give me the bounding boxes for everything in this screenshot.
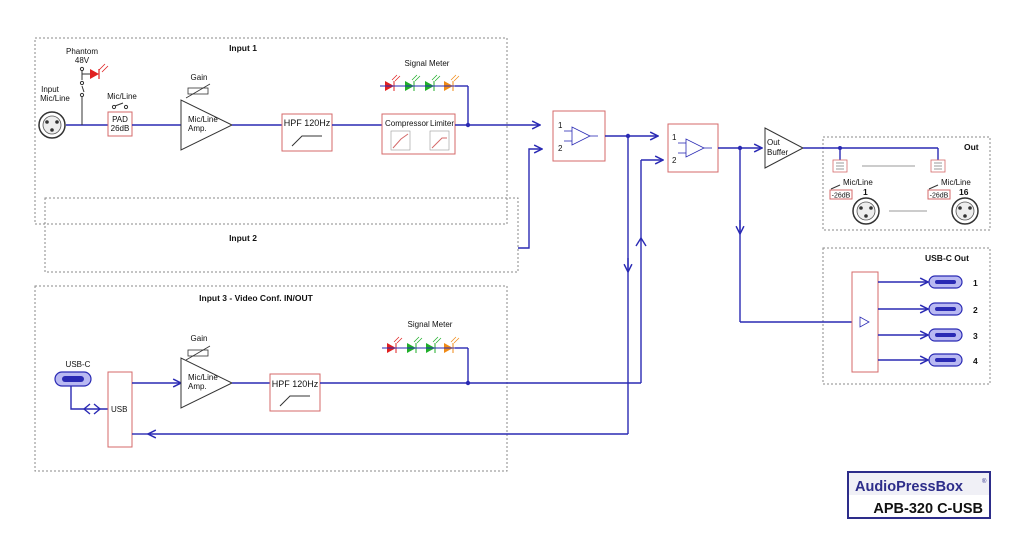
signal-meter-label: Signal Meter <box>405 59 450 68</box>
usbc-out-panel <box>822 247 991 385</box>
phantom-label: Phantom <box>66 47 98 56</box>
out-1-transformer-icon <box>832 159 848 173</box>
input3-signal-meter-leds-icon <box>382 336 460 353</box>
signal-meter-leds-icon <box>380 74 460 91</box>
pad-label-2: 26dB <box>111 124 130 133</box>
usbc-out-distributor-block <box>851 271 879 373</box>
usbc-out-lines <box>878 282 928 360</box>
pad-label-1: PAD <box>112 115 128 124</box>
input3-gain-label: Gain <box>191 334 208 343</box>
usbc-out-buffer-icon <box>859 316 870 328</box>
out-last-label: 16 <box>959 187 969 197</box>
out-buffer-label-2: Buffer <box>767 148 789 157</box>
usbc-out-port-1-icon[interactable] <box>928 275 963 289</box>
out-16-transformer-icon <box>930 159 946 173</box>
out16-pad-label: -26dB <box>930 193 949 200</box>
amp-label-2: Amp. <box>188 124 207 133</box>
input-label-2: Mic/Line <box>40 94 70 103</box>
input3-amp-label-1: Mic/Line <box>188 373 218 382</box>
input3-signal-meter-label: Signal Meter <box>408 320 453 329</box>
pad-block <box>107 111 133 137</box>
input3-amp-label-2: Amp. <box>188 382 207 391</box>
mixer1-in1-label: 1 <box>558 121 563 130</box>
input1-title: Input 1 <box>229 43 257 53</box>
gain-label: Gain <box>191 73 208 82</box>
audiopressbox-logo: AudioPressBox ® APB-320 C-USB <box>847 471 991 519</box>
mixer2-in2-label: 2 <box>672 156 677 165</box>
input3-hpf-curve-icon <box>279 395 310 407</box>
usb-interface-block <box>107 371 133 448</box>
usbc-out-label-1: 1 <box>973 278 978 288</box>
mixer-2-summing-icon <box>678 138 712 158</box>
limiter-label: Limiter <box>430 119 454 128</box>
out1-pad-block <box>829 189 853 200</box>
xlr-out-16-connector-icon[interactable] <box>951 197 979 225</box>
out1-pad-label: -26dB <box>832 193 851 200</box>
out-buffer-amplifier <box>764 127 805 169</box>
input3-hpf-block <box>269 373 321 412</box>
usbc-out-title: USB-C Out <box>925 253 969 263</box>
compressor-curve-icon <box>390 130 411 151</box>
out16-switch-label: Mic/Line <box>941 178 971 187</box>
usbc-out-port-2-icon[interactable] <box>928 302 963 316</box>
out-buffer-label-1: Out <box>767 138 781 147</box>
out1-switch-label: Mic/Line <box>843 178 873 187</box>
amp-label-1: Mic/Line <box>188 115 218 124</box>
logo-brand: AudioPressBox <box>855 479 963 495</box>
xlr-out-1-connector-icon[interactable] <box>852 197 880 225</box>
phantom-led-icon <box>90 63 109 79</box>
input3-hpf-label: HPF 120Hz <box>272 379 319 389</box>
usbc-out-label-4: 4 <box>973 356 978 366</box>
usbc-out-label-3: 3 <box>973 331 978 341</box>
input3-amplifier <box>180 357 234 409</box>
limiter-curve-icon <box>429 130 450 151</box>
input3-panel <box>34 285 508 472</box>
hpf-label: HPF 120Hz <box>284 118 331 128</box>
input2-title: Input 2 <box>229 233 257 243</box>
input1-amplifier <box>180 99 234 151</box>
phantom-switch <box>79 66 90 108</box>
hpf-curve-icon <box>291 135 322 147</box>
usbc-input-label: USB-C <box>66 360 91 369</box>
input3-title: Input 3 - Video Conf. IN/OUT <box>199 293 313 303</box>
usbc-out-port-4-icon[interactable] <box>928 353 963 367</box>
pad-switch <box>111 102 129 110</box>
gain-potentiometer-icon <box>185 83 211 99</box>
mixer-1-summing-icon <box>564 126 598 146</box>
mixer1-in2-label: 2 <box>558 144 563 153</box>
phantom-voltage-label: 48V <box>75 56 90 65</box>
usb-interface-label: USB <box>111 405 127 414</box>
logo-registered: ® <box>982 478 987 485</box>
out-panel <box>822 136 991 231</box>
usbc-out-label-2: 2 <box>973 305 978 315</box>
out16-pad-block <box>927 189 951 200</box>
input3-gain-potentiometer-icon <box>185 345 211 361</box>
compressor-label: Compressor <box>385 119 429 128</box>
out-first-label: 1 <box>863 187 868 197</box>
input1-panel <box>34 37 508 225</box>
out-title: Out <box>964 142 979 152</box>
xlr-input-connector-icon[interactable] <box>38 111 66 139</box>
usbc-out-port-3-icon[interactable] <box>928 328 963 342</box>
pad-switch-label: Mic/Line <box>107 92 137 101</box>
mixer2-in1-label: 1 <box>672 133 677 142</box>
input2-panel <box>44 197 519 273</box>
usbc-input-port-icon[interactable] <box>54 371 92 387</box>
logo-model: APB-320 C-USB <box>873 501 983 517</box>
input-label-1: Input <box>41 85 60 94</box>
hpf-block <box>281 113 333 152</box>
